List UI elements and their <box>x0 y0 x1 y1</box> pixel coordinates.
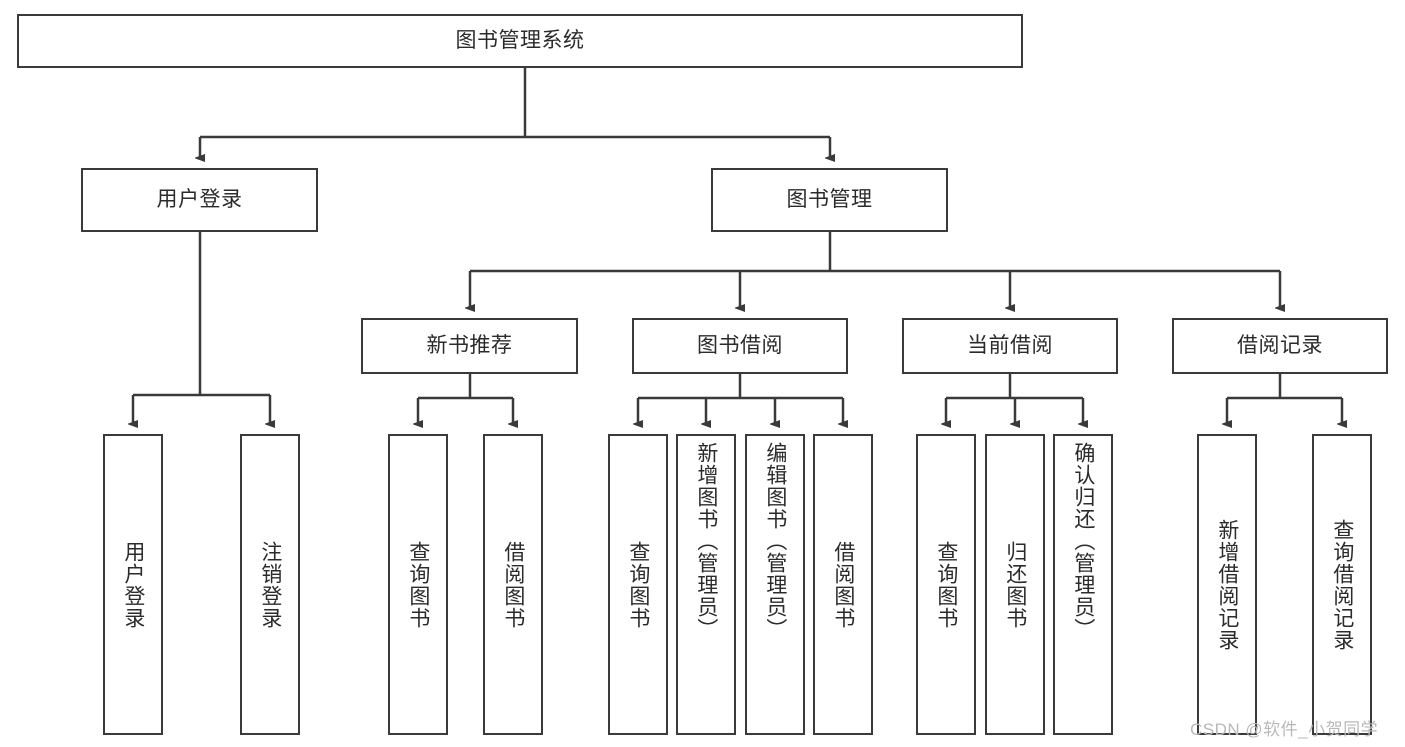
leaf-borrow-book-label: 借阅图书 <box>831 540 855 629</box>
node-current-borrow-label: 当前借阅 <box>967 333 1053 357</box>
csdn-watermark: CSDN @软件_小贺同学 <box>1190 720 1379 739</box>
leaf-user-login-label: 用户登录 <box>121 540 145 629</box>
leaf-query-borrow-record[interactable]: 查询借阅记录 <box>1312 434 1372 735</box>
leaf-logout-label: 注销登录 <box>258 540 282 629</box>
leaf-borrow-book[interactable]: 借阅图书 <box>813 434 873 735</box>
leaf-borrow-book-recommend[interactable]: 借阅图书 <box>483 434 543 735</box>
leaf-query-book-recommend[interactable]: 查询图书 <box>388 434 448 735</box>
node-new-book-recommend-label: 新书推荐 <box>426 333 513 357</box>
leaf-edit-book-admin[interactable]: 编辑图书（管理员） <box>745 434 805 735</box>
leaf-add-borrow-record-label: 新增借阅记录 <box>1215 518 1239 651</box>
node-current-borrow[interactable]: 当前借阅 <box>902 318 1118 374</box>
leaf-query-book-current[interactable]: 查询图书 <box>916 434 976 735</box>
node-new-book-recommend[interactable]: 新书推荐 <box>361 318 578 374</box>
leaf-add-borrow-record[interactable]: 新增借阅记录 <box>1197 434 1257 735</box>
leaf-add-book-admin-label: 新增图书（管理员） <box>694 442 718 640</box>
leaf-user-login[interactable]: 用户登录 <box>103 434 163 735</box>
leaf-query-borrow-record-label: 查询借阅记录 <box>1330 518 1354 651</box>
leaf-query-book-borrow[interactable]: 查询图书 <box>608 434 668 735</box>
node-root-label: 图书管理系统 <box>455 28 585 52</box>
node-book-management[interactable]: 图书管理 <box>711 168 948 232</box>
leaf-confirm-return-admin-label: 确认归还（管理员） <box>1071 442 1095 640</box>
leaf-query-book-current-label: 查询图书 <box>934 540 958 629</box>
leaf-query-book-recommend-label: 查询图书 <box>406 540 430 629</box>
node-user-login-label: 用户登录 <box>156 187 243 211</box>
leaf-add-book-admin[interactable]: 新增图书（管理员） <box>676 434 736 735</box>
leaf-return-book[interactable]: 归还图书 <box>985 434 1045 735</box>
leaf-return-book-label: 归还图书 <box>1003 540 1027 629</box>
node-root[interactable]: 图书管理系统 <box>17 14 1023 68</box>
leaf-borrow-book-recommend-label: 借阅图书 <box>501 540 525 629</box>
node-user-login[interactable]: 用户登录 <box>81 168 318 232</box>
leaf-query-book-borrow-label: 查询图书 <box>626 540 650 629</box>
leaf-logout[interactable]: 注销登录 <box>240 434 300 735</box>
leaf-edit-book-admin-label: 编辑图书（管理员） <box>763 442 787 640</box>
node-borrow-record-label: 借阅记录 <box>1237 333 1323 357</box>
leaf-confirm-return-admin[interactable]: 确认归还（管理员） <box>1053 434 1113 735</box>
node-book-management-label: 图书管理 <box>786 187 873 211</box>
node-borrow-record[interactable]: 借阅记录 <box>1172 318 1388 374</box>
node-book-borrow[interactable]: 图书借阅 <box>632 318 848 374</box>
node-book-borrow-label: 图书借阅 <box>697 333 783 357</box>
